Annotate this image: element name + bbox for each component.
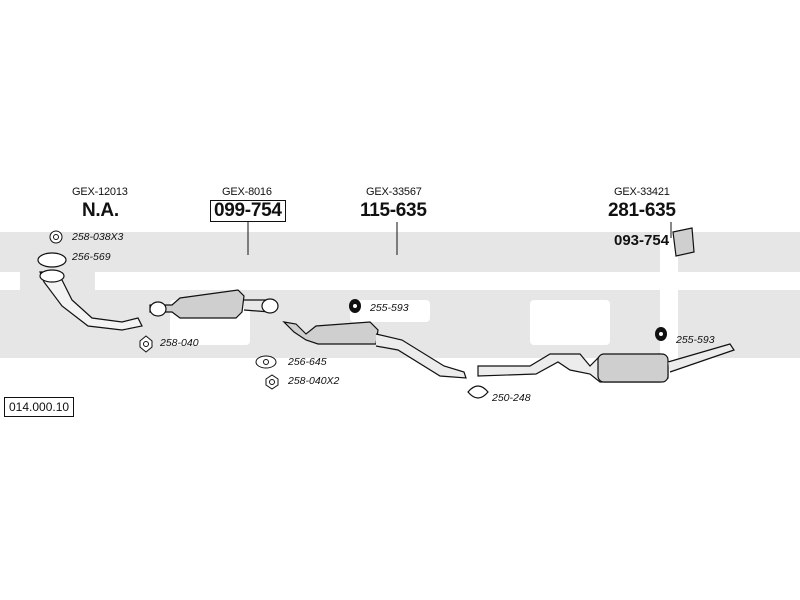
front-downpipe (37, 252, 143, 331)
catalytic-converter (149, 289, 279, 319)
gex-label: GEX-33421 (614, 186, 670, 198)
part-number: 281-635 (608, 200, 676, 221)
fitting-label: 258-038X3 (72, 231, 124, 243)
gex-label: GEX-12013 (72, 186, 128, 198)
fitting-label: 255-593 (676, 334, 715, 346)
rear-silencer (477, 343, 735, 383)
fitting-label: 256-569 (72, 251, 111, 263)
gex-label: GEX-8016 (222, 186, 272, 198)
clamp-symbol (467, 385, 489, 399)
diagram-reference: 014.000.10 (4, 397, 75, 417)
rubber-mount-symbol (655, 327, 667, 341)
rubber-mount-symbol (349, 299, 361, 313)
part-number: N.A. (82, 200, 119, 221)
fitting-label: 255-593 (370, 302, 409, 314)
nut-symbol (139, 335, 153, 353)
part-number-secondary: 093-754 (614, 232, 670, 249)
fitting-label: 258-040X2 (288, 375, 340, 387)
centre-silencer (282, 321, 467, 379)
part-number: 115-635 (360, 200, 427, 221)
gasket-symbol (255, 355, 277, 369)
fitting-label: 256-645 (288, 356, 327, 368)
bracket-symbol (672, 227, 695, 257)
nut-symbol (265, 374, 279, 390)
fitting-label: 250-248 (492, 392, 531, 404)
gex-label: GEX-33567 (366, 186, 422, 198)
gasket-symbol (49, 230, 63, 244)
fitting-label: 258-040 (160, 337, 199, 349)
part-number-boxed: 099-754 (210, 200, 286, 222)
